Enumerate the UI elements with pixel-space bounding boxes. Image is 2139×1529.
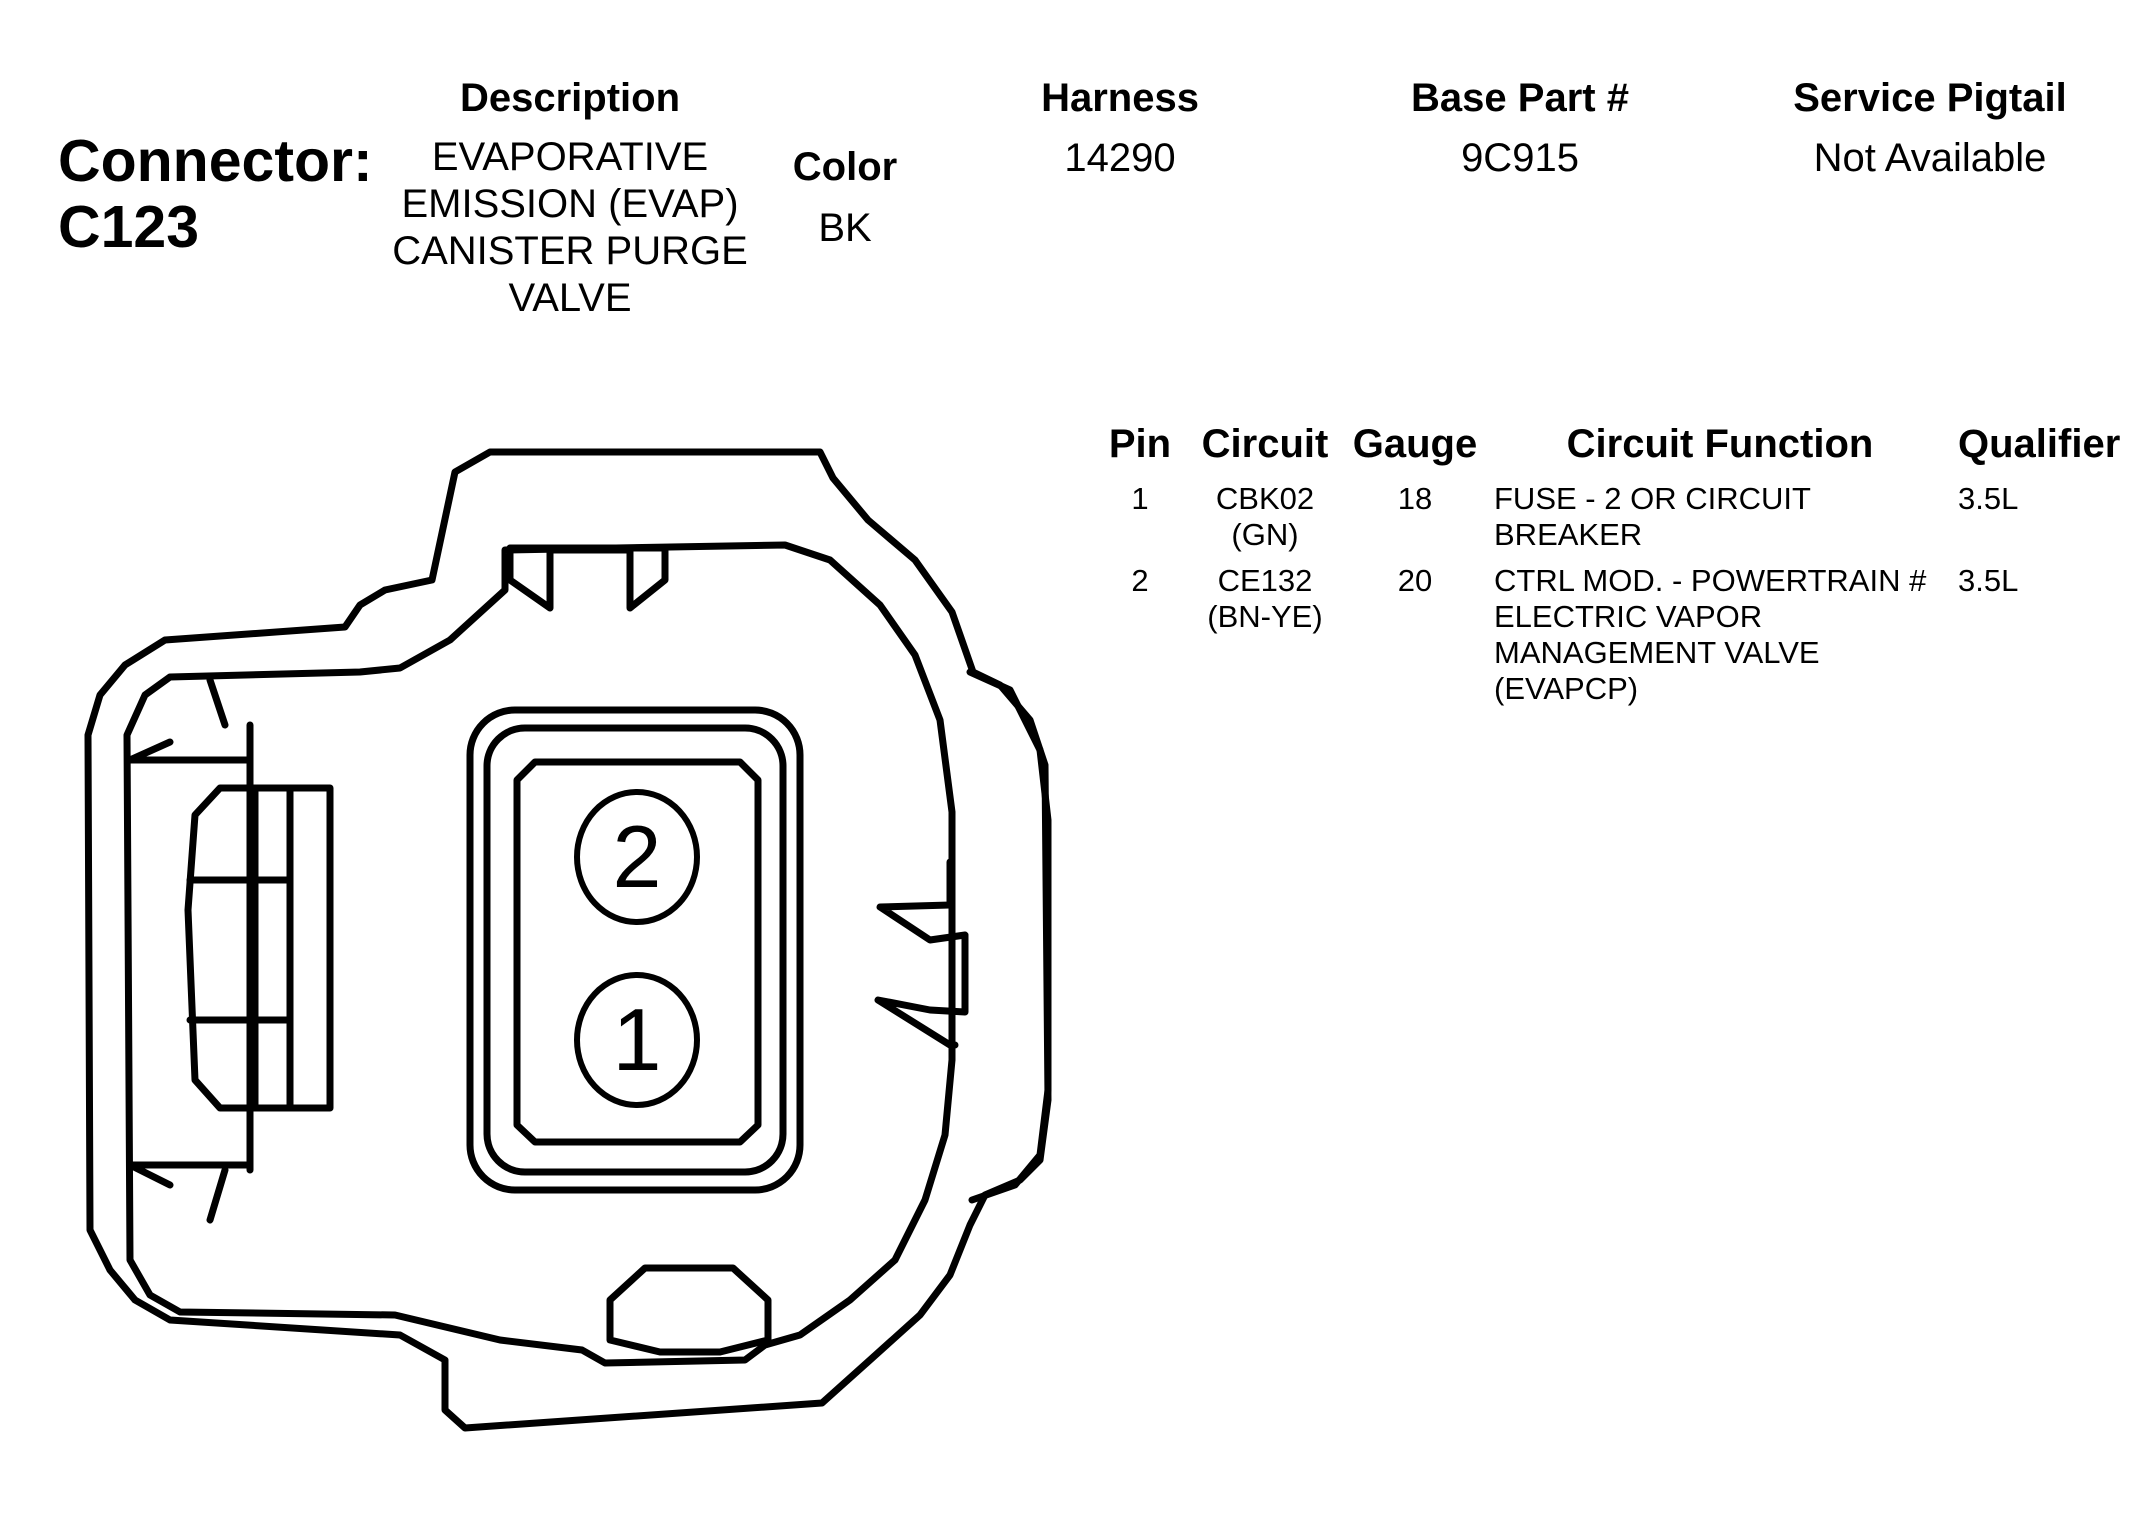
table-cell-function: CTRL MOD. - POWERTRAIN # ELECTRIC VAPOR … — [1494, 563, 1926, 707]
pin-2-circle — [574, 789, 700, 925]
right-outer-bulge — [966, 668, 1052, 1204]
description-title: Description — [459, 76, 681, 120]
left-lock-housing — [126, 721, 254, 1174]
harness-title: Harness — [1041, 76, 1199, 120]
color-value: BK — [818, 206, 872, 250]
service-pigtail-value: Not Available — [1813, 136, 2047, 180]
table-cell-circuit: CBK02 (GN) — [1185, 481, 1345, 553]
table-cell-pin: 1 — [1131, 481, 1149, 516]
function-line: MANAGEMENT VALVE — [1494, 635, 1820, 670]
base-part-title: Base Part # — [1411, 76, 1629, 120]
column-header-circuit-function: Circuit Function — [1566, 422, 1874, 466]
function-line: (EVAPCP) — [1494, 671, 1639, 706]
table-cell-circuit: CE132 (BN-YE) — [1185, 563, 1345, 635]
description-line: EVAPORATIVE — [431, 135, 709, 179]
pin-1-label: 1 — [613, 990, 662, 1089]
connector-label-text: Connector: — [58, 128, 373, 194]
circuit-id: CE132 — [1217, 563, 1313, 598]
color-title: Color — [792, 145, 898, 189]
right-side-latch — [874, 858, 969, 1049]
left-edge-detail — [126, 676, 229, 1224]
table-cell-qualifier: 3.5L — [1958, 563, 2019, 598]
pin-cavity-outer-frame — [466, 706, 804, 1194]
pin-cavity-inner-frame — [483, 724, 787, 1176]
table-cell-qualifier: 3.5L — [1958, 481, 2019, 516]
bottom-latch-tab — [606, 1264, 772, 1356]
circuit-id: CBK02 — [1215, 481, 1315, 516]
circuit-color: (BN-YE) — [1207, 599, 1323, 634]
table-cell-function: FUSE - 2 OR CIRCUIT BREAKER — [1494, 481, 1811, 553]
description-line: CANISTER PURGE — [392, 229, 748, 273]
description-value: EVAPORATIVE EMISSION (EVAP) CANISTER PUR… — [370, 134, 770, 322]
circuit-color: (GN) — [1231, 517, 1299, 552]
pin-1-circle — [574, 972, 700, 1108]
top-latch-tab — [506, 544, 669, 612]
column-header-gauge: Gauge — [1352, 422, 1478, 466]
pin-block — [513, 758, 762, 1146]
function-line: FUSE - 2 OR CIRCUIT — [1494, 481, 1811, 516]
connector-outer-housing — [84, 448, 1052, 1432]
service-pigtail-title: Service Pigtail — [1793, 76, 2067, 120]
table-cell-gauge: 18 — [1397, 481, 1433, 516]
connector-id: C123 — [58, 194, 200, 260]
pin-2-label: 2 — [613, 807, 662, 906]
connector-label: Connector: C123 — [58, 128, 373, 260]
pin-circles: 21 — [574, 789, 700, 1108]
base-part-value: 9C915 — [1461, 136, 1579, 180]
table-cell-pin: 2 — [1131, 563, 1149, 598]
left-lock-detail — [186, 786, 294, 1112]
description-line: VALVE — [508, 276, 632, 320]
table-cell-gauge: 20 — [1397, 563, 1433, 598]
description-line: EMISSION (EVAP) — [401, 182, 739, 226]
column-header-qualifier: Qualifier — [1958, 422, 2121, 466]
connector-inner-housing — [123, 541, 956, 1367]
column-header-circuit: Circuit — [1201, 422, 1329, 466]
function-line: CTRL MOD. - POWERTRAIN # — [1494, 563, 1927, 598]
left-lock-lever — [184, 784, 334, 1112]
function-line: ELECTRIC VAPOR — [1494, 599, 1763, 634]
function-line: BREAKER — [1494, 517, 1643, 552]
column-header-pin: Pin — [1108, 422, 1172, 466]
harness-value: 14290 — [1064, 136, 1176, 180]
